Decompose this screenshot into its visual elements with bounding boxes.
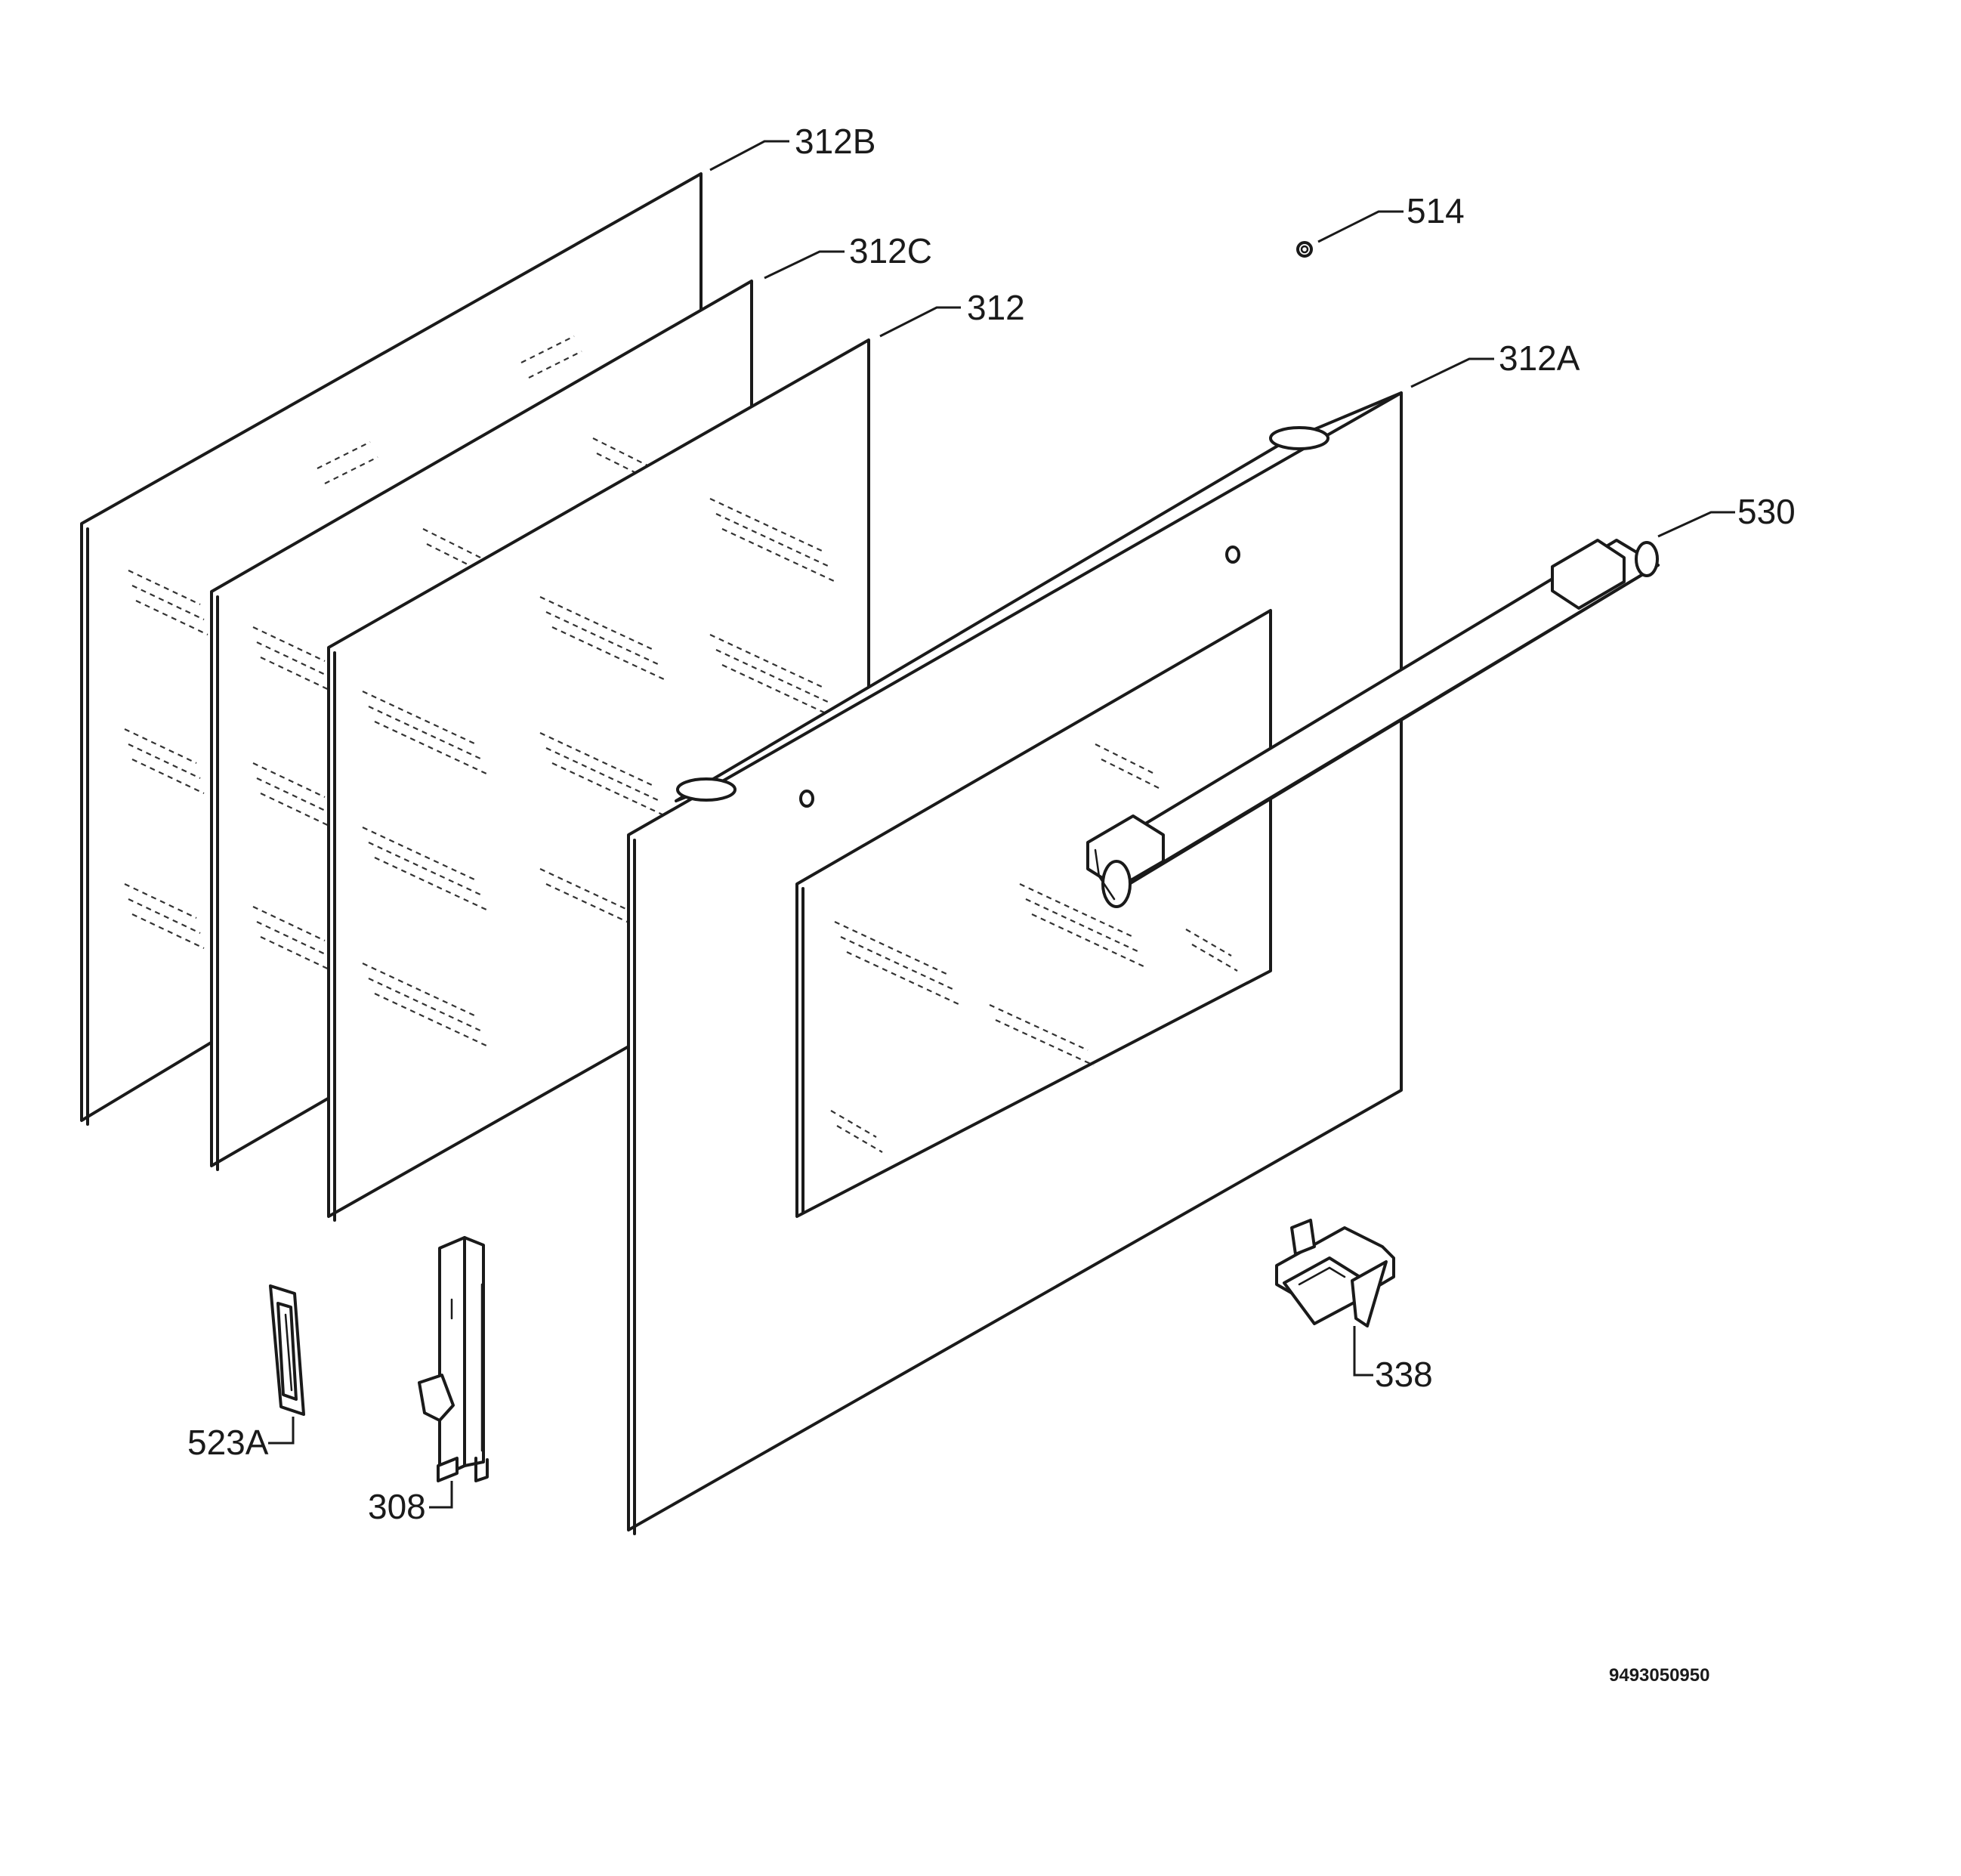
- pane-312C-hatching: [252, 437, 658, 972]
- label-312A: 312A: [1499, 338, 1580, 378]
- leader-530: [1657, 511, 1735, 538]
- handle-bracket-right: [1551, 539, 1626, 610]
- leader-338: [1353, 1326, 1373, 1377]
- label-312B: 312B: [795, 122, 876, 161]
- pane-312-hatching: [362, 498, 836, 1047]
- pane-312B-hatching: [124, 335, 582, 949]
- label-523A: 523A: [187, 1423, 269, 1462]
- outer-door-panel-312A: [627, 391, 1403, 1535]
- top-rail-tab-right: [1269, 426, 1329, 450]
- leader-312B: [709, 140, 789, 172]
- handle-hole-right: [1225, 545, 1240, 564]
- handle-end-right: [1635, 541, 1659, 577]
- door-handle-530: [1086, 539, 1660, 908]
- label-308: 308: [368, 1487, 426, 1526]
- top-rail-tab-left: [676, 777, 737, 802]
- leader-308: [429, 1481, 453, 1509]
- label-312C: 312C: [849, 231, 932, 270]
- label-312: 312: [967, 288, 1025, 327]
- drawing-code: 9493050950: [1609, 1665, 1709, 1686]
- leader-514: [1317, 210, 1404, 243]
- leader-312C: [764, 250, 845, 280]
- leader-312: [879, 306, 961, 338]
- window-hatching: [830, 743, 1238, 1153]
- label-338: 338: [1375, 1355, 1433, 1394]
- handle-hole-left: [799, 790, 814, 808]
- leader-312A: [1410, 357, 1494, 388]
- hinge-receptacle-338: [1275, 1219, 1395, 1327]
- handle-end-left: [1101, 860, 1132, 908]
- label-514: 514: [1407, 191, 1465, 230]
- clip-523A: [269, 1284, 305, 1416]
- door-window: [795, 609, 1272, 1218]
- leader-523A: [268, 1417, 295, 1445]
- leader-lines: [268, 140, 1735, 1509]
- screw-514: [1296, 241, 1313, 258]
- hinge-bracket-308: [418, 1236, 489, 1482]
- label-530: 530: [1737, 492, 1796, 531]
